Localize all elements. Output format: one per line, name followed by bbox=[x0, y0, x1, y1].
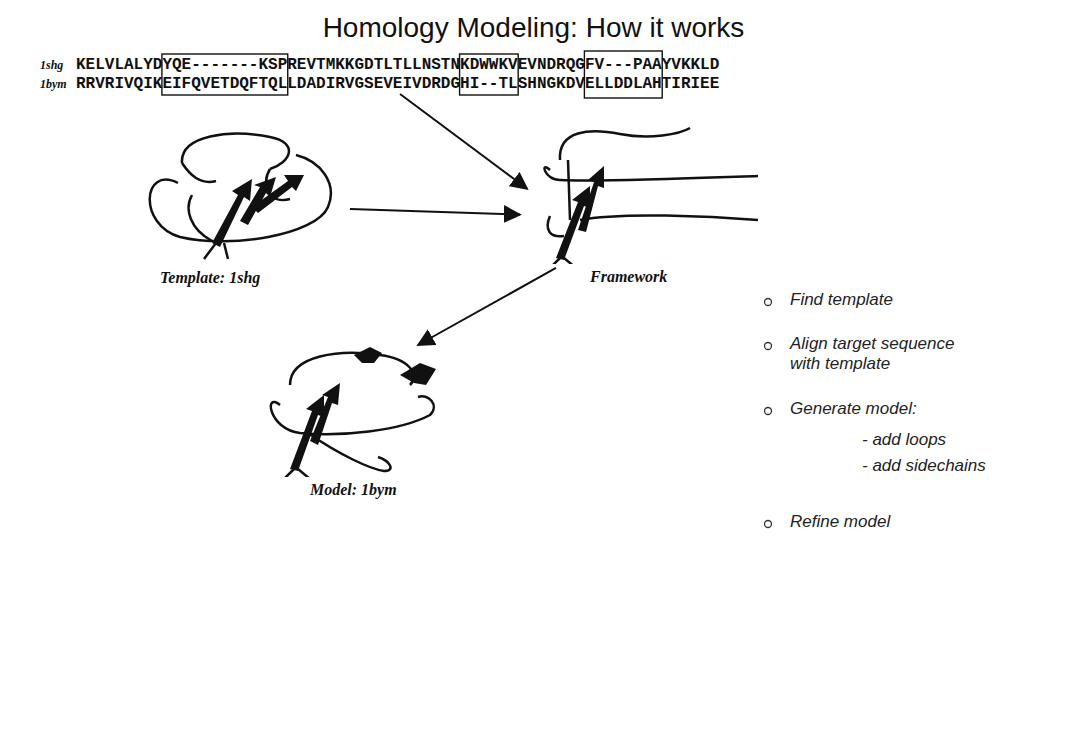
ribbon-illustration bbox=[520, 120, 760, 264]
flow-arrow bbox=[400, 94, 527, 189]
alignment-row: 1shgKELVLALYDYQE-------KSPREVTMKKGDTLTLL… bbox=[40, 56, 719, 75]
flow-arrow bbox=[418, 268, 556, 345]
pdb-id: 1shg bbox=[40, 58, 76, 73]
flow-arrow bbox=[350, 209, 520, 215]
sequence-alignment: 1shgKELVLALYDYQE-------KSPREVTMKKGDTLTLL… bbox=[40, 56, 719, 94]
step-text: - add sidechains bbox=[862, 456, 1052, 476]
model-structure: Model: 1bym bbox=[250, 345, 460, 505]
title: Homology Modeling: How it works bbox=[0, 12, 1067, 44]
alignment-row: 1bymRRVRIVQIKEIFQVETDQFTQLLDADIRVGSEVEIV… bbox=[40, 75, 719, 94]
step-text: Refine model bbox=[790, 512, 1010, 532]
step-text: Find template bbox=[790, 290, 1010, 310]
ribbon-illustration bbox=[250, 345, 460, 477]
step-text: Align target sequence with template bbox=[790, 334, 985, 374]
sequence: KELVLALYDYQE-------KSPREVTMKKGDTLTLLNSTN… bbox=[76, 56, 719, 74]
structure-caption: Framework bbox=[590, 268, 667, 286]
structure-caption: Model: 1bym bbox=[310, 481, 397, 499]
sequence: RRVRIVQIKEIFQVETDQFTQLLDADIRVGSEVEIVDRDG… bbox=[76, 75, 719, 93]
ribbon-illustration bbox=[120, 125, 350, 265]
framework-structure: Framework bbox=[520, 120, 760, 292]
step-text: - add loops bbox=[862, 430, 1052, 450]
step-text: Generate model: bbox=[790, 399, 1010, 419]
structure-caption: Template: 1shg bbox=[160, 269, 260, 287]
bullet-marks bbox=[765, 299, 772, 528]
pdb-id: 1bym bbox=[40, 77, 76, 92]
template-structure: Template: 1shg bbox=[120, 125, 350, 293]
